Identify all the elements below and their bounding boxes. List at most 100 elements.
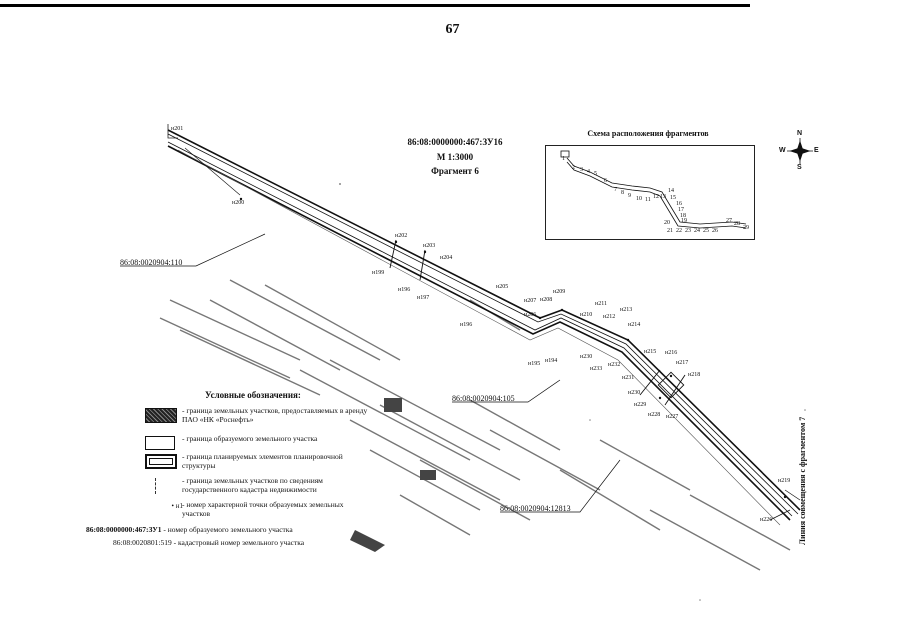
compass-n: N: [797, 130, 803, 137]
inset-number: 2: [572, 165, 575, 171]
point-label: н230: [628, 390, 641, 396]
rented-parcels-solid: [350, 398, 436, 552]
point-label: н233: [590, 366, 603, 372]
point-label: н230: [580, 354, 593, 360]
point-label: н195: [528, 361, 541, 367]
point-label: н226: [760, 517, 773, 523]
map-title: 86:08:0000000:467:ЗУ16: [407, 137, 503, 147]
top-rule: [0, 4, 750, 7]
legend-code-cadastral: 86:08:0020801:519 - кадастровый номер зе…: [113, 538, 305, 547]
inset-number: 11: [645, 197, 651, 203]
inset-number: 14: [668, 188, 674, 194]
inset-number: 20: [664, 220, 670, 226]
map-frame-corner: [167, 124, 178, 139]
inset-number: 27: [726, 218, 732, 224]
point-label: н218: [688, 372, 701, 378]
point-label: н216: [665, 350, 678, 356]
inset-route: [560, 150, 747, 229]
inset-number: 15: [670, 195, 676, 201]
inset-number: 23: [685, 228, 691, 234]
match-line-label: Линия совмещения с фрагментом 7: [798, 416, 807, 545]
point-label: н203: [423, 243, 436, 249]
rented-parcel-swatch: [145, 408, 177, 423]
inset-number: 3: [580, 167, 583, 173]
point-label: н217: [676, 360, 689, 366]
inset-number: 12: [653, 194, 659, 200]
point-label: н206: [524, 312, 537, 318]
point-label: н219: [778, 478, 791, 484]
formed-parcel-swatch: [145, 436, 175, 450]
point-label: н202: [395, 233, 408, 239]
cadastral-label: 86:08:0020904:12813: [500, 504, 571, 513]
inset-number: 22: [676, 228, 682, 234]
point-label: н196: [460, 322, 473, 328]
compass-e: E: [814, 147, 819, 154]
point-label: н211: [595, 301, 607, 307]
point-label: н212: [603, 314, 616, 320]
cadastral-label: 86:08:0020904:110: [120, 258, 183, 267]
point-label: н197: [417, 295, 430, 301]
corridor-boundary: [167, 129, 801, 526]
planning-boundary-swatch: [145, 454, 177, 469]
compass-rose: [787, 138, 813, 164]
point-label: н213: [620, 307, 633, 313]
inset-number: 1: [562, 156, 565, 162]
compass-w: W: [779, 147, 786, 154]
legend-item-planning: - граница планируемых элементов планиров…: [145, 452, 370, 473]
point-label: н204: [440, 255, 453, 261]
map-scale: М 1:3000: [436, 152, 474, 162]
point-markers: [239, 197, 787, 499]
inset-number: 17: [678, 207, 684, 213]
code-example-formed: 86:08:0000000:467:ЗУ1: [86, 525, 162, 534]
inset-number: 19: [681, 218, 687, 224]
legend-item-rented: - граница земельных участков, предоставл…: [145, 406, 370, 427]
inset-number: 8: [621, 190, 624, 196]
legend-code-formed: 86:08:0000000:467:ЗУ1 - номер образуемог…: [86, 525, 293, 534]
map-fragment: Фрагмент 6: [431, 166, 479, 176]
inset-title: Схема расположения фрагментов: [587, 129, 709, 138]
point-label: н205: [496, 284, 509, 290]
compass-s: S: [797, 164, 802, 171]
inset-number: 6: [604, 178, 607, 184]
point-label: н210: [580, 312, 593, 318]
point-label: н232: [608, 362, 621, 368]
inset-scheme: [545, 145, 755, 240]
leader-lines: [120, 233, 801, 521]
legend-item-formed: - граница образуемого земельного участка: [145, 434, 370, 451]
code-example-cadastral: 86:08:0020801:519: [113, 538, 172, 547]
point-label: н201: [171, 126, 184, 132]
inset-number: 9: [628, 193, 631, 199]
legend-item-cadastre: - граница земельных участков по сведения…: [145, 476, 370, 497]
inset-number: 29: [743, 225, 749, 231]
point-label: н227: [666, 414, 679, 420]
point-label: н229: [634, 402, 647, 408]
point-label: н208: [540, 297, 553, 303]
point-label: н207: [524, 298, 537, 304]
inset-number: 25: [703, 228, 709, 234]
inset-number: 10: [636, 196, 642, 202]
inset-number: 5: [594, 171, 597, 177]
inset-number: 13: [660, 194, 666, 200]
inset-number: 28: [734, 221, 740, 227]
inset-number: 7: [614, 187, 617, 193]
point-label: н214: [628, 322, 641, 328]
inset-number: 24: [694, 228, 700, 234]
corridor-crosslines: [389, 239, 686, 406]
point-label: н228: [648, 412, 661, 418]
point-label: н196: [398, 287, 411, 293]
point-label: н200: [232, 200, 245, 206]
inset-number: 26: [712, 228, 718, 234]
legend-title: Условные обозначения:: [205, 390, 301, 400]
cadastre-boundary-swatch: [155, 478, 159, 494]
inset-number: 18: [680, 213, 686, 219]
point-symbol: • н1: [171, 502, 183, 510]
point-label: н209: [553, 289, 566, 295]
point-label: н231: [622, 375, 635, 381]
inset-number: 16: [676, 201, 682, 207]
page-number: 67: [445, 22, 460, 37]
point-label: н199: [372, 270, 385, 276]
legend-item-point: • н1 - номер характерной точки образуемы…: [145, 500, 370, 521]
inset-number: 21: [667, 228, 673, 234]
point-label: н215: [644, 349, 657, 355]
